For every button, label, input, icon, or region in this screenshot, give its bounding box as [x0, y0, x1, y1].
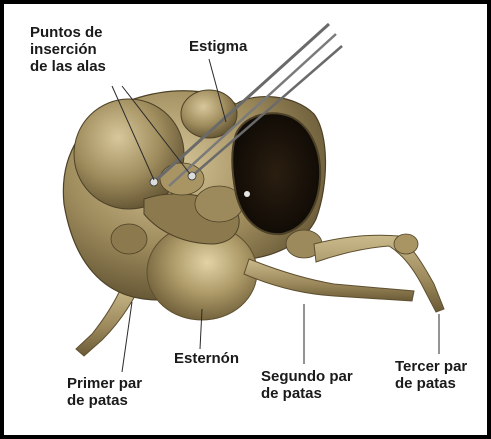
- label-wing-insertion-points: Puntos de inserción de las alas: [30, 24, 106, 75]
- plate-3: [111, 224, 147, 254]
- label-second-leg-line-2: de patas: [261, 385, 353, 402]
- label-first-leg-line-2: de patas: [67, 392, 142, 409]
- cavity-highlight: [244, 191, 250, 197]
- scutum-lobe: [74, 99, 184, 209]
- label-third-leg-line-1: Tercer par: [395, 358, 467, 375]
- first-leg-shape: [76, 286, 136, 356]
- third-leg-shape: [314, 235, 444, 312]
- label-sternum: Esternón: [174, 350, 239, 367]
- label-sternum-text: Esternón: [174, 350, 239, 367]
- label-second-leg-pair: Segundo par de patas: [261, 368, 353, 402]
- label-stigma-text: Estigma: [189, 38, 247, 55]
- plate-1: [160, 163, 204, 195]
- label-second-leg-line-1: Segundo par: [261, 368, 353, 385]
- label-wing-insertion-line-1: Puntos de: [30, 24, 106, 41]
- label-wing-insertion-line-3: de las alas: [30, 58, 106, 75]
- label-third-leg-pair: Tercer par de patas: [395, 358, 467, 392]
- third-leg-joint: [394, 234, 418, 254]
- label-first-leg-line-1: Primer par: [67, 375, 142, 392]
- label-third-leg-line-2: de patas: [395, 375, 467, 392]
- posterior-cavity: [232, 113, 320, 234]
- second-leg-shape: [244, 259, 414, 301]
- label-stigma: Estigma: [189, 38, 247, 55]
- label-wing-insertion-line-2: inserción: [30, 41, 106, 58]
- label-first-leg-pair: Primer par de patas: [67, 375, 142, 409]
